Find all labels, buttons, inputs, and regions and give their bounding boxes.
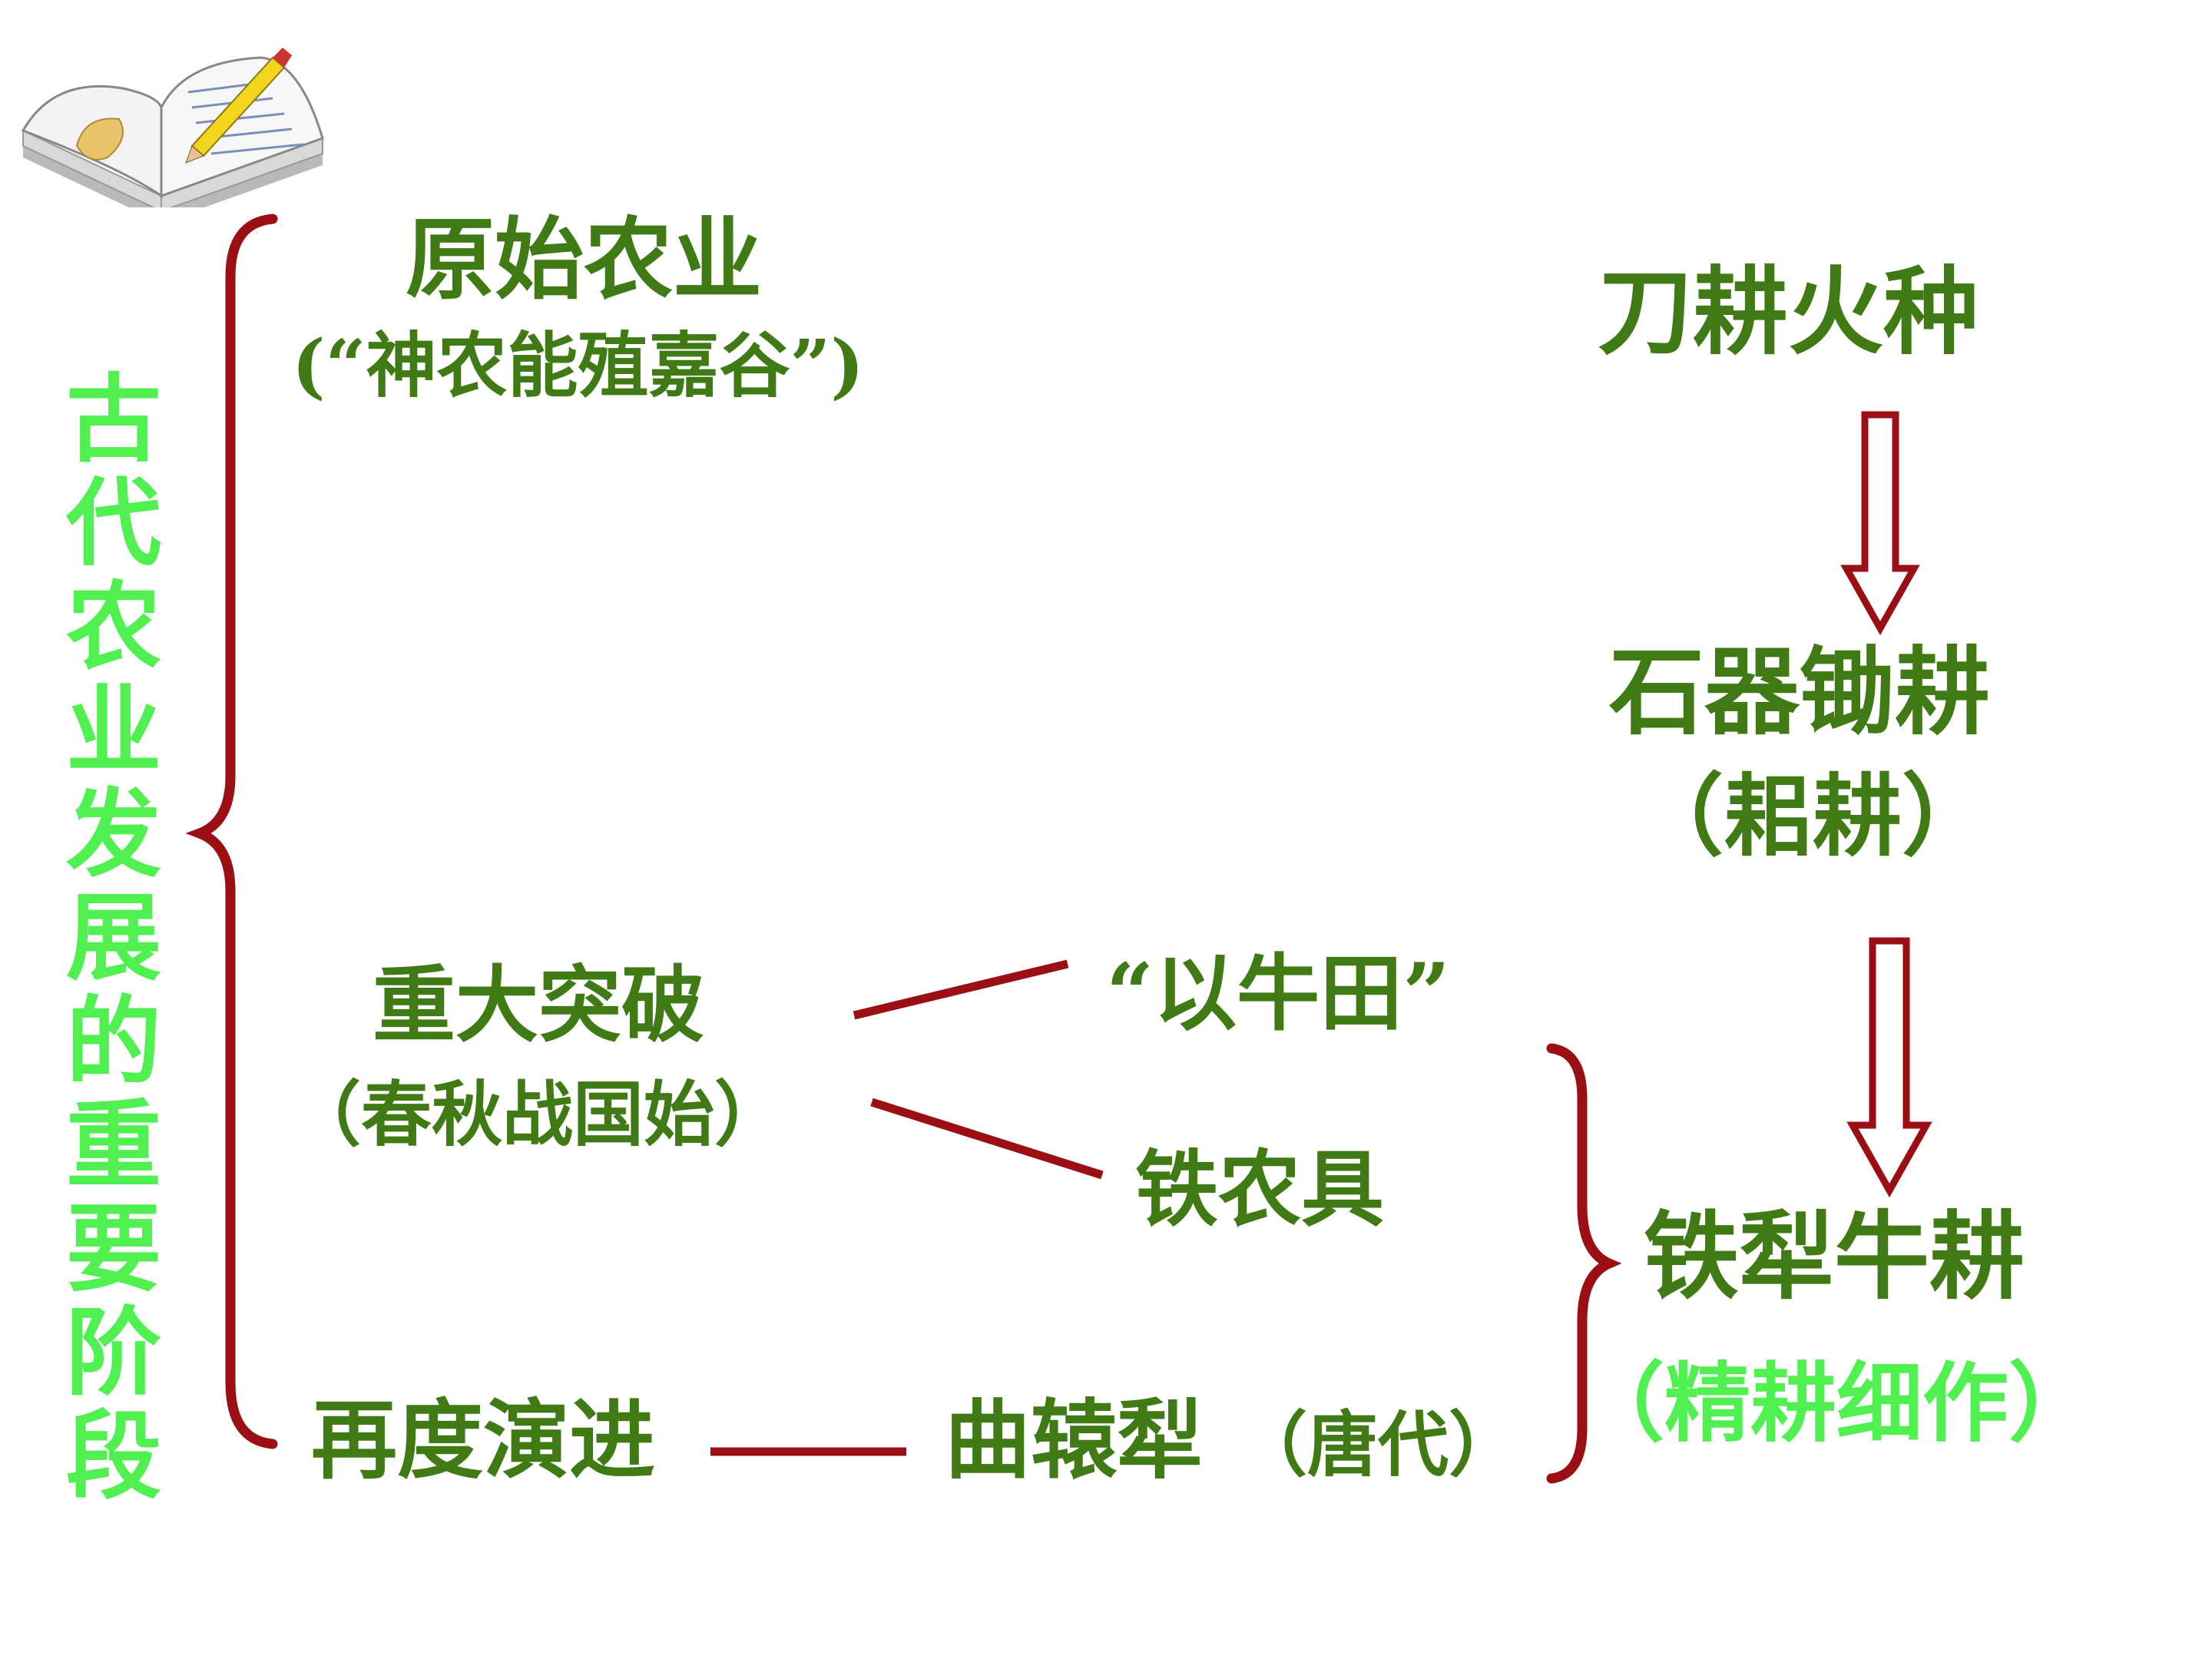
- advance-item-curved-plough: 曲辕犁: [945, 1390, 1203, 1491]
- stage-advance-label: 再度演进: [311, 1390, 655, 1491]
- arrow-down-1: [1840, 411, 1920, 636]
- left-brace: [185, 214, 278, 1449]
- diagram-title: 古代农业发展的重要阶段: [65, 365, 161, 1512]
- stage-breakthrough-note: （春秋战国始）: [290, 1073, 786, 1156]
- stage-breakthrough-label: 重大突破: [373, 957, 705, 1054]
- connector-line-oxen: [853, 959, 1069, 1020]
- evolution-step2: 石器锄耕: [1609, 637, 1991, 748]
- breakthrough-item-oxen: “以牛田”: [1106, 945, 1451, 1042]
- evolution-step2-note: （耜耕）: [1634, 764, 1991, 869]
- evolution-step3: 铁犁牛耕: [1644, 1201, 2025, 1313]
- advance-note: （唐代）: [1237, 1403, 1520, 1486]
- evolution-step3-note: （精耕细作）: [1578, 1353, 2094, 1454]
- connector-line-iron: [870, 1098, 1104, 1180]
- open-book-pencil-icon: [21, 48, 324, 207]
- right-brace: [1546, 1043, 1622, 1484]
- stage-primitive-note: (“神农能殖嘉谷”): [292, 324, 864, 407]
- breakthrough-item-iron-tools: 铁农具: [1135, 1141, 1385, 1238]
- stage-primitive-label: 原始农业: [406, 207, 762, 312]
- evolution-step1: 刀耕火种: [1598, 257, 1979, 368]
- arrow-down-2: [1846, 937, 1932, 1198]
